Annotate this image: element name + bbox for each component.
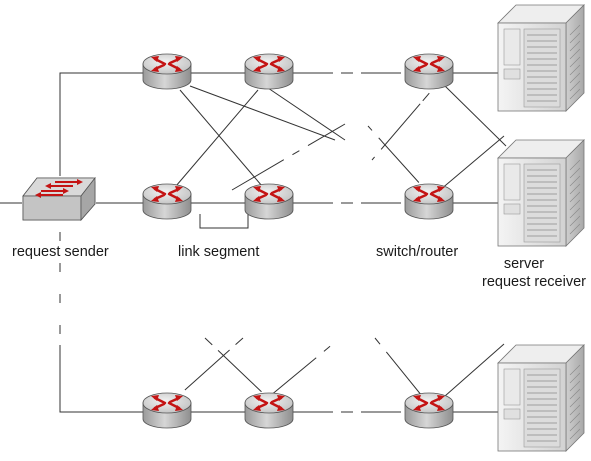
link-cross-b-e bbox=[444, 343, 505, 397]
router-icon bbox=[403, 52, 455, 91]
link-cross-in-m3 bbox=[371, 89, 433, 161]
link-cross-t1-out bbox=[189, 85, 336, 141]
label-server: server bbox=[503, 256, 545, 272]
label-request-sender: request sender bbox=[12, 244, 109, 260]
router-icon bbox=[141, 52, 193, 91]
link-sender-bottom bbox=[59, 345, 143, 413]
link-segment-loop bbox=[199, 214, 249, 229]
link-cross-in-t3 bbox=[367, 125, 423, 187]
label-switch-router: switch/router bbox=[376, 244, 459, 260]
label-link-segment: link segment bbox=[178, 244, 260, 260]
link-cross-m3-srv bbox=[439, 135, 505, 191]
link-cross-t2-out bbox=[267, 87, 346, 141]
link-cross-b-d bbox=[374, 337, 423, 397]
router-icon bbox=[403, 391, 455, 430]
server-icon bbox=[497, 4, 585, 112]
link-cross-t3-srv bbox=[444, 85, 507, 147]
link-cross-t1-m2 bbox=[179, 89, 263, 187]
link-cross-b-b bbox=[175, 337, 244, 399]
router-icon bbox=[243, 52, 295, 91]
link-cross-b-c bbox=[269, 337, 341, 397]
label-request-receiver: request receiver bbox=[482, 274, 586, 290]
server-icon bbox=[497, 139, 585, 247]
server-icon bbox=[497, 344, 585, 452]
link-cross-b-a bbox=[204, 337, 269, 399]
router-icon bbox=[141, 182, 193, 221]
router-icon bbox=[141, 391, 193, 430]
links bbox=[0, 72, 507, 413]
switch-icon bbox=[22, 177, 96, 221]
link-cross-m2-out bbox=[231, 123, 346, 191]
link-sender-top bbox=[59, 72, 143, 176]
link-cross-t2-m1 bbox=[175, 89, 259, 187]
router-icon bbox=[243, 182, 295, 221]
router-icon bbox=[243, 391, 295, 430]
router-icon bbox=[403, 182, 455, 221]
